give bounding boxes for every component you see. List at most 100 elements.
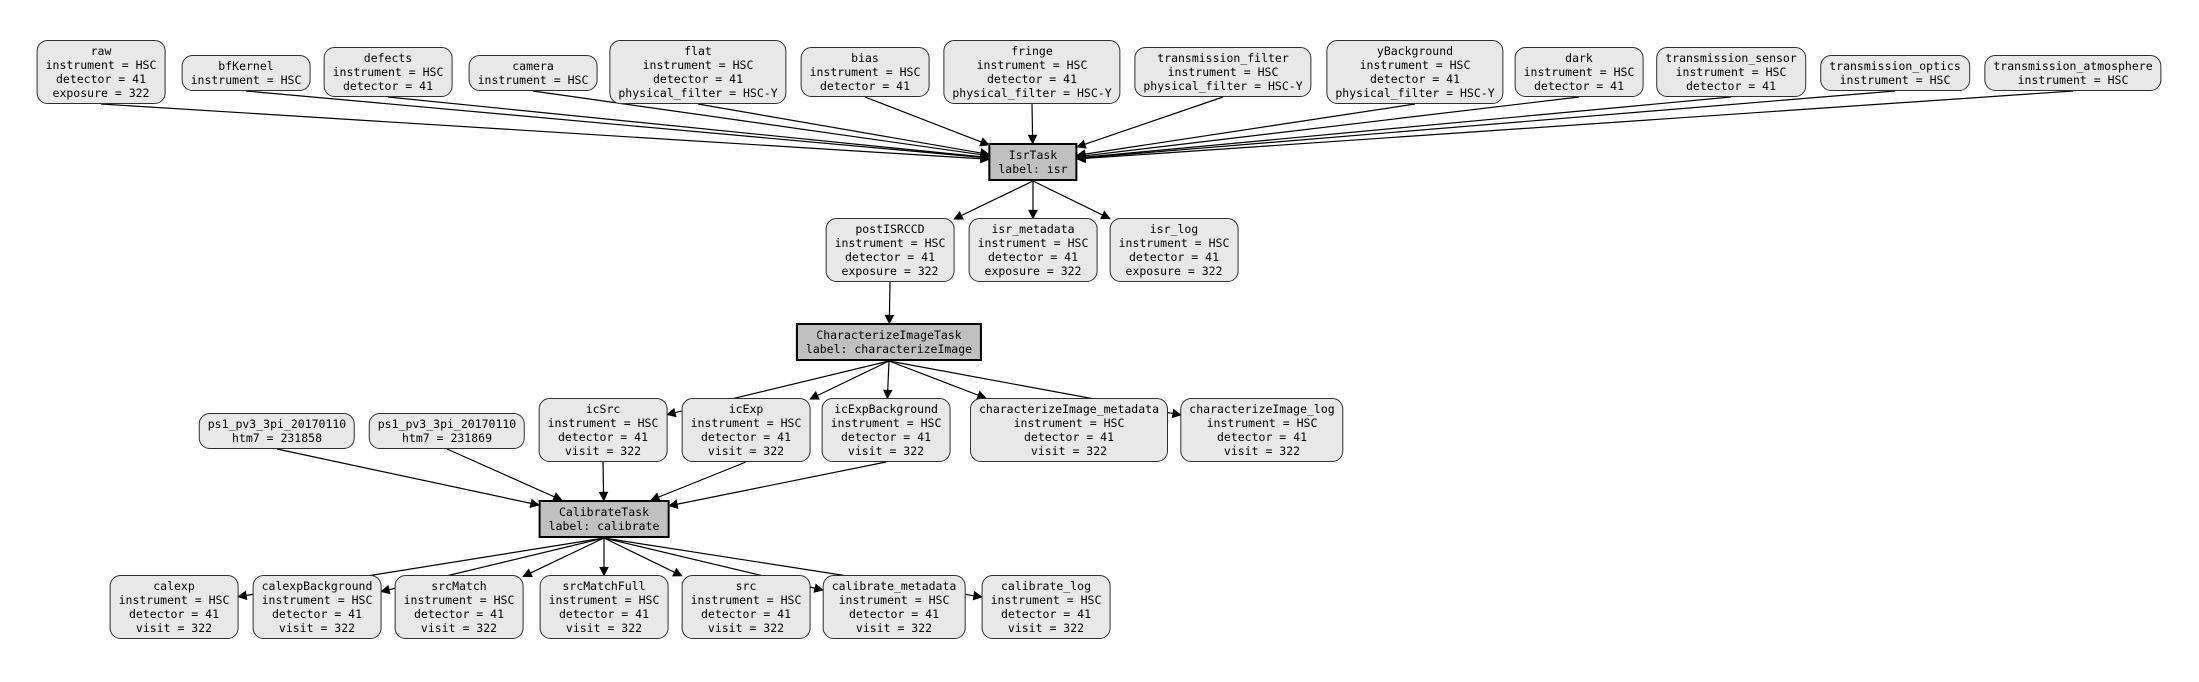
node-attr: instrument = HSC — [477, 73, 589, 87]
node-attr: visit = 322 — [565, 621, 643, 635]
node-title: calexpBackground — [261, 579, 373, 593]
node-attr: htm7 = 231869 — [401, 431, 493, 445]
node-title: defects — [363, 51, 413, 65]
node-title: bfKernel — [218, 59, 274, 73]
node-attr: detector = 41 — [1216, 430, 1307, 444]
node-title: characterizeImage_metadata — [978, 402, 1160, 416]
node-title: src — [735, 579, 757, 593]
node-attr: detector = 41 — [819, 79, 910, 93]
node-attr: instrument = HSC — [990, 593, 1102, 607]
node-attr: visit = 322 — [1007, 621, 1085, 635]
node-title: calibrate_log — [1000, 579, 1091, 593]
node-title: icExpBackground — [834, 402, 938, 416]
node-attr: instrument = HSC — [190, 73, 302, 87]
node-title: isr_metadata — [991, 222, 1075, 236]
node-attr: instrument = HSC — [1839, 73, 1951, 87]
node-attr: detector = 41 — [1369, 72, 1460, 86]
node-attr: detector = 41 — [986, 72, 1077, 86]
node-attr: detector = 41 — [557, 430, 648, 444]
node-attr: exposure = 322 — [1125, 264, 1223, 278]
node-attr: visit = 322 — [564, 444, 642, 458]
node-title: transmission_optics — [1829, 59, 1961, 73]
node-attr: instrument = HSC — [690, 593, 802, 607]
node-attr: instrument = HSC — [1359, 58, 1471, 72]
node-title: icExp — [728, 402, 764, 416]
node-attr: visit = 322 — [1030, 444, 1108, 458]
node-attr: detector = 41 — [652, 72, 743, 86]
node-title: yBackground — [1376, 44, 1454, 58]
node-attr: instrument = HSC — [834, 236, 946, 250]
node-title: fringe — [1011, 44, 1053, 58]
node-attr: detector = 41 — [987, 250, 1078, 264]
node-title: isr_log — [1149, 222, 1199, 236]
node-title: transmission_atmosphere — [1993, 59, 2153, 73]
node-attr: label: characterizeImage — [805, 342, 973, 356]
node-attr: visit = 322 — [278, 621, 356, 635]
node-title: calexp — [153, 579, 195, 593]
node-attr: label: calibrate — [548, 519, 660, 533]
node-title: ps1_pv3_3pi_20170110 — [377, 417, 517, 431]
node-attr: detector = 41 — [700, 607, 791, 621]
node-attr: exposure = 322 — [52, 86, 150, 100]
node-attr: label: isr — [998, 162, 1068, 176]
node-attr: visit = 322 — [855, 621, 933, 635]
node-attr: visit = 322 — [847, 444, 925, 458]
node-attr: instrument = HSC — [2017, 73, 2129, 87]
node-attr: detector = 41 — [271, 607, 362, 621]
node-title: calibrate_metadata — [831, 579, 957, 593]
node-attr: visit = 322 — [135, 621, 213, 635]
node-title: characterizeImage_log — [1189, 402, 1335, 416]
node-attr: instrument = HSC — [1523, 65, 1635, 79]
node-attr: instrument = HSC — [1013, 416, 1125, 430]
node-attr: detector = 41 — [342, 79, 433, 93]
node-attr: physical_filter = HSC-Y — [1143, 79, 1303, 93]
node-title: IsrTask — [1008, 148, 1058, 162]
node-attr: physical_filter = HSC-Y — [618, 86, 778, 100]
node-title: srcMatch — [431, 579, 487, 593]
node-attr: exposure = 322 — [984, 264, 1082, 278]
node-title: bias — [851, 51, 879, 65]
node-attr: instrument = HSC — [261, 593, 373, 607]
node-attr: visit = 322 — [707, 444, 785, 458]
node-attr: instrument = HSC — [1118, 236, 1230, 250]
node-attr: instrument = HSC — [1167, 65, 1279, 79]
node-title: postISRCCD — [855, 222, 925, 236]
node-attr: visit = 322 — [420, 621, 498, 635]
node-attr: detector = 41 — [1685, 79, 1776, 93]
node-title: raw — [90, 44, 112, 58]
node-attr: instrument = HSC — [1206, 416, 1318, 430]
node-attr: detector = 41 — [840, 430, 931, 444]
node-title: dark — [1565, 51, 1593, 65]
node-attr: detector = 41 — [413, 607, 504, 621]
node-attr: detector = 41 — [55, 72, 146, 86]
node-attr: physical_filter = HSC-Y — [952, 86, 1112, 100]
node-attr: instrument = HSC — [45, 58, 157, 72]
node-title: srcMatchFull — [562, 579, 646, 593]
node-attr: detector = 41 — [1533, 79, 1624, 93]
node-title: transmission_filter — [1157, 51, 1289, 65]
node-attr: exposure = 322 — [841, 264, 939, 278]
node-attr: detector = 41 — [844, 250, 935, 264]
node-attr: instrument = HSC — [403, 593, 515, 607]
node-attr: instrument = HSC — [977, 236, 1089, 250]
